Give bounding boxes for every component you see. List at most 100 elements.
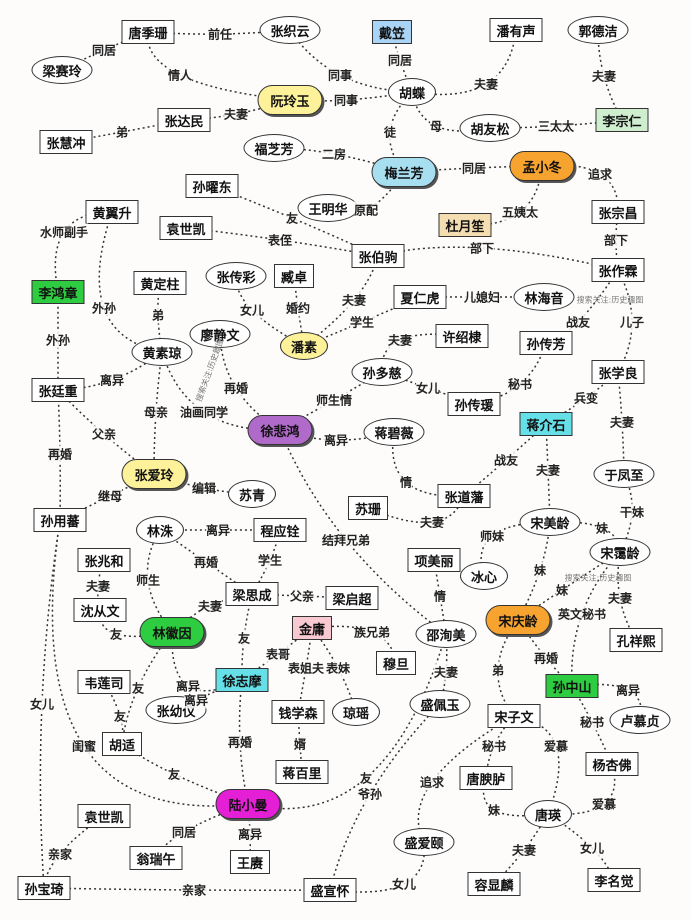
- node-shengpeiyu: 盛佩玉: [409, 690, 471, 718]
- edge-label-chengyingquan-liangsicheng: 学生: [257, 551, 283, 569]
- edge-label-liangsicheng-liangqichao: 父亲: [289, 587, 315, 605]
- node-sunzhongshan: 孙中山: [545, 674, 599, 698]
- edge-label-shaoxunmei-shengpeiyu: 夫妻: [433, 663, 459, 681]
- edge-label-sizhuo-pansu: 婚约: [285, 299, 311, 317]
- edge-label-jinyong-muzi: 族兄弟: [353, 623, 391, 641]
- node-pansu: 潘素: [279, 332, 329, 360]
- edge-label-linhuiyin-xuzhimo: 离异: [175, 677, 201, 695]
- edge-label-liangsicheng-xuzhimo: 友: [237, 629, 251, 647]
- edge-zhangtingzhong-sunyongbo: [54, 389, 66, 522]
- node-qianxuesen: 钱学森: [271, 700, 325, 724]
- node-sunyongbo: 孙用蕃: [33, 508, 87, 532]
- node-liangsicheng: 梁思成: [225, 582, 279, 606]
- edge-label-xubeihong-shaoxunmei: 结拜兄弟: [321, 531, 371, 549]
- edge-label-liangsicheng-linhuiyin: 夫妻: [197, 597, 223, 615]
- node-jinyong: 金庸: [291, 616, 333, 640]
- node-wangminghua: 王明华: [297, 194, 359, 222]
- edge-label-zhangxueliang-yufengzhi: 夫妻: [609, 413, 635, 431]
- node-panyousheng: 潘有声: [489, 18, 543, 42]
- edge-zhangzuolin-zhangbaiju: [376, 246, 619, 271]
- node-jiangjieshi: 蒋介石: [519, 412, 573, 436]
- node-bingxin: 冰心: [459, 562, 509, 590]
- node-xushaodi: 许绍棣: [435, 324, 489, 348]
- node-hudie: 胡蝶: [387, 78, 437, 106]
- edge-label-tangying-rongxianlin: 夫妻: [511, 841, 537, 859]
- edge-label-duyuesheng-mengxiaodong: 五姨太: [501, 203, 539, 221]
- edge-label-xiarenhu-linhaiyin: 儿媳妇: [463, 288, 501, 306]
- edge-label-fuzhifang-meilanfang: 二房: [321, 145, 347, 163]
- edge-shengxuanhuai-shengpeiyu: [329, 703, 441, 891]
- edge-label-songmeiling-songqingling: 妹: [533, 561, 547, 579]
- node-linzhu: 林洙: [135, 516, 185, 544]
- edge-linhuiyin-xuzhimo: [171, 631, 243, 692]
- node-weilianyuan: 韦莲司: [77, 670, 131, 694]
- edge-label-sunyongbo-sunbaoqi: 女儿: [29, 695, 55, 713]
- edge-label-tangjishan-zhangzhiyun: 前任: [207, 25, 233, 43]
- node-songailing: 宋霭龄: [589, 538, 651, 566]
- node-xubeihong: 徐悲鸿: [247, 415, 313, 445]
- edge-label-sunchuanfang-sunchuanyuan: 秘书: [507, 375, 533, 393]
- node-songziwen: 宋子文: [487, 704, 541, 728]
- edge-label-sunduoci-xubeihong: 师生情: [315, 391, 353, 409]
- node-zhangbaiju: 张伯驹: [351, 244, 405, 268]
- edge-label-yuanshikai2-sunbaoqi: 亲家: [47, 845, 73, 863]
- edge-label-xuzhimo-luxiaoman: 再婚: [227, 733, 253, 751]
- edge-label-xuzhimo-zhangyouyi: 离异: [183, 691, 209, 709]
- edge-label-jiangjieshi-songmeiling: 夫妻: [535, 461, 561, 479]
- edge-label-xiangmeili-shaoxunmei: 情: [433, 587, 447, 605]
- edge-label-sunbaoqi-shengxuanhuai: 亲家: [181, 881, 207, 899]
- node-tangying: 唐瑛: [523, 800, 573, 828]
- edge-label-huyousong-lizongren: 三太太: [537, 117, 575, 135]
- edge-label-zhangzhiyun-hudie: 同事: [327, 66, 353, 84]
- node-shengxuanhuai: 盛宣怀: [303, 878, 357, 902]
- edge-label-zhangzuolin-zhangxueliang: 儿子: [619, 313, 645, 331]
- edge-label-shencongwen-linhuiyin: 友: [109, 625, 123, 643]
- edge-label-zhangtingzhong-sunyongbo: 再婚: [47, 445, 73, 463]
- edge-label-lihongzhang-zhangtingzhong: 外孙: [45, 331, 71, 349]
- edge-label-meilanfang-hudie: 徒: [383, 123, 397, 141]
- node-songmeiling: 宋美龄: [519, 508, 581, 536]
- edge-label-luxiaoman-wengruiwu: 同居: [171, 823, 197, 841]
- edge-label-linzhu-linhuiyin: 师生: [135, 571, 161, 589]
- node-xiangmeili: 项美丽: [407, 548, 461, 572]
- edge-label-yufengzhi-songailing: 干妹: [619, 503, 645, 521]
- watermark: 搜索关注:历史趣图: [576, 295, 644, 305]
- edge-label-linzhu-liangsicheng: 再婚: [193, 553, 219, 571]
- node-songqingling: 宋庆龄: [485, 605, 551, 635]
- edge-label-zhangdamin-ruanlingyu: 夫妻: [223, 105, 249, 123]
- node-liangsailing: 梁赛玲: [31, 56, 93, 84]
- edge-label-songziwen-tangying: 爱慕: [543, 737, 569, 755]
- edge-label-songziwen-tangyulu: 秘书: [481, 737, 507, 755]
- edge-label-meilanfang-mengxiaodong: 同居: [461, 159, 487, 177]
- edge-label-songailing-songqingling: 妹: [555, 581, 569, 599]
- edge-label-songailing-sunzhongshan: 英文秘书: [557, 605, 607, 623]
- node-liangqichao: 梁启超: [325, 586, 379, 610]
- node-sunchuanyuan: 孙传瑗: [447, 392, 501, 416]
- edge-label-huangyisheng-lihongzhang: 水师副手: [39, 223, 89, 241]
- node-luxiaoman: 陆小曼: [215, 789, 281, 819]
- edge-label-jinyong-qianxuesen: 表姐夫: [287, 659, 325, 677]
- node-yuanshikai1: 袁世凯: [159, 216, 213, 240]
- edge-label-linhuiyin-hushi: 友: [131, 679, 145, 697]
- node-muzi: 穆旦: [375, 651, 417, 675]
- edge-label-tangying-limingjue: 女儿: [579, 839, 605, 857]
- edge-label-sunduoci-sunchuanyuan: 女儿: [415, 379, 441, 397]
- node-yuanshikai2: 袁世凯: [77, 804, 131, 828]
- edge-label-qianxuesen-jiangbaili: 婿: [293, 735, 307, 753]
- node-yangxingfo: 杨杏佛: [585, 752, 639, 776]
- node-zhangzongchang: 张宗昌: [591, 200, 645, 224]
- edge-label-panyousheng-hudie: 夫妻: [473, 75, 499, 93]
- node-zhangzuolin: 张作霖: [591, 258, 645, 282]
- node-meilanfang: 梅兰芳: [371, 157, 437, 187]
- edge-label-zhangxueliang-jiangjieshi: 兵变: [573, 389, 599, 407]
- node-zhangchuancai: 张传彩: [205, 262, 267, 290]
- edge-label-zhangzhaohe-shencongwen: 夫妻: [85, 577, 111, 595]
- node-lumuzhen: 卢慕贞: [609, 706, 671, 734]
- edge-label-xushaodi-sunduoci: 夫妻: [387, 331, 413, 349]
- edge-label-huangsuqiong-xubeihong: 油画同学: [179, 403, 229, 421]
- node-wanggeng: 王赓: [229, 850, 271, 874]
- node-jiangbiwei: 蒋碧薇: [363, 418, 425, 446]
- node-sunbaoqi: 孙宝琦: [17, 876, 71, 900]
- node-suqing: 苏青: [227, 480, 277, 508]
